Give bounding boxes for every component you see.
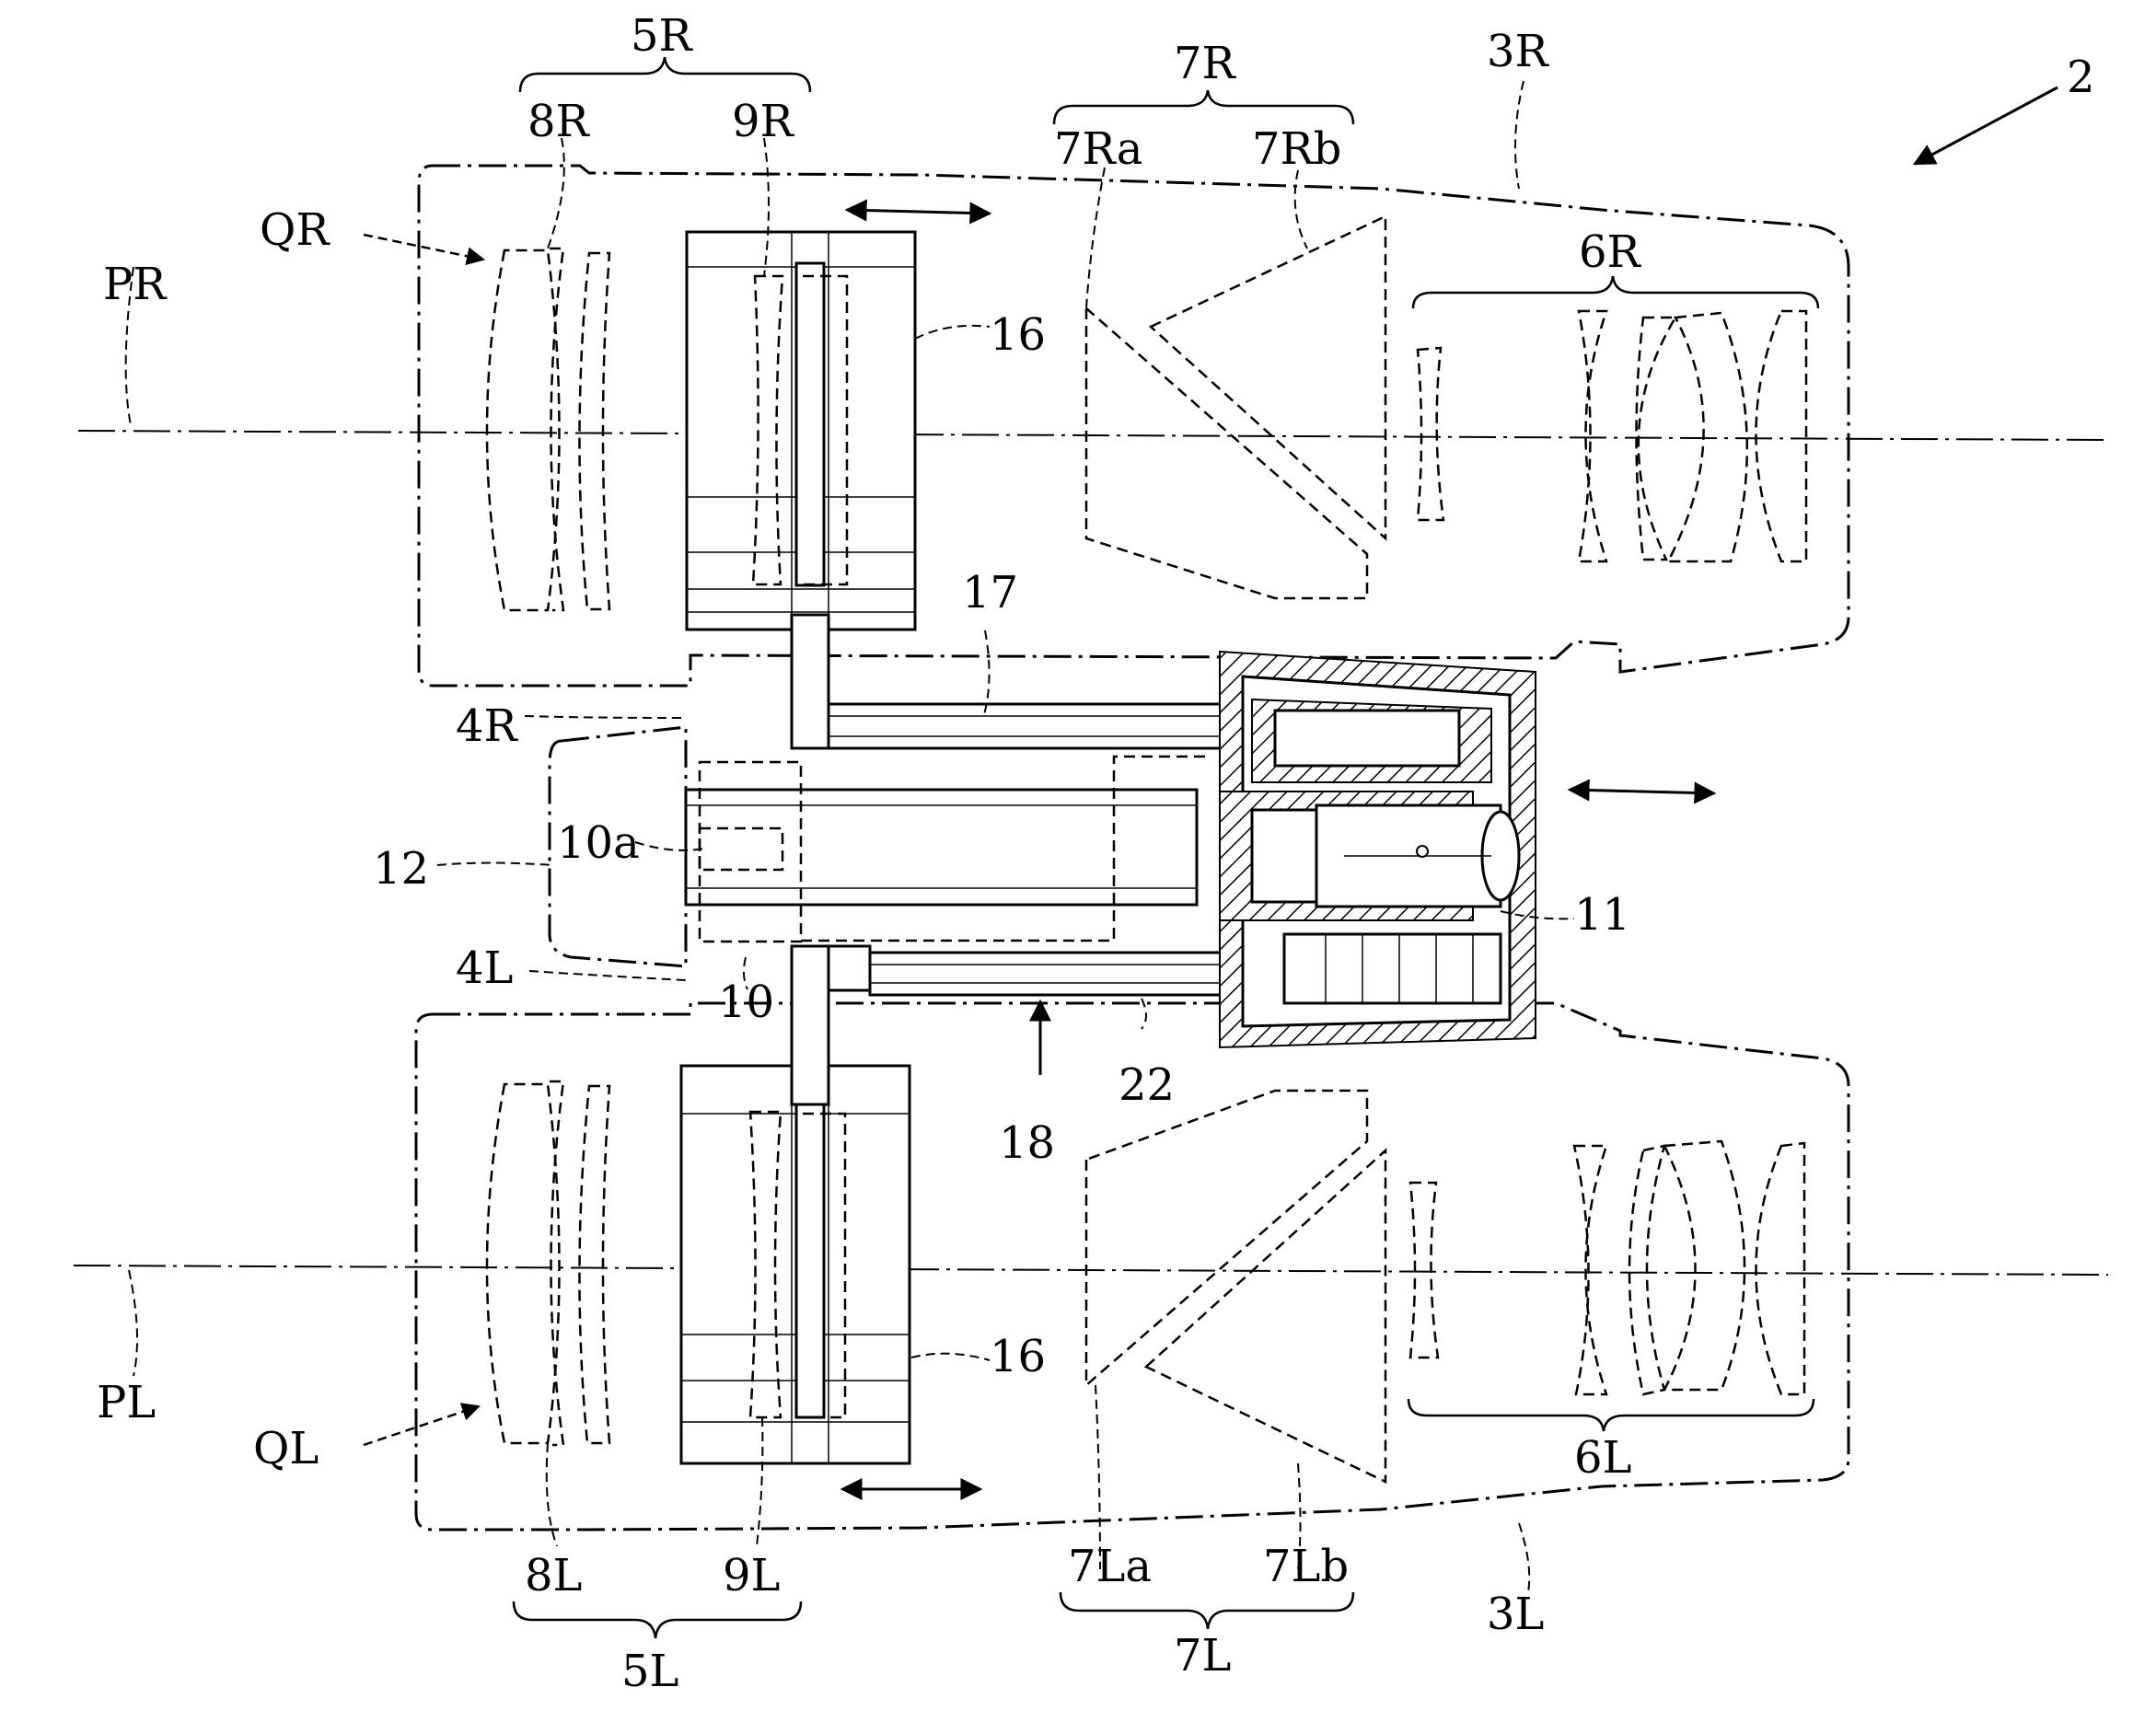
right-optical-axis <box>78 431 2108 440</box>
figure-ref-arrow <box>1915 87 2057 164</box>
brace-7r <box>1054 90 1353 124</box>
label-10: 10 <box>718 977 774 1028</box>
left-prism-7l <box>1086 1091 1385 1482</box>
label-18: 18 <box>999 1117 1055 1169</box>
label-3l: 3L <box>1487 1589 1544 1640</box>
label-6l: 6L <box>1574 1432 1631 1484</box>
label-17: 17 <box>962 567 1018 618</box>
label-4l: 4L <box>456 942 513 994</box>
label-9r: 9R <box>732 96 795 147</box>
left-optical-axis <box>74 1265 2108 1275</box>
label-ql: QL <box>253 1423 319 1474</box>
label-pr: PR <box>103 259 168 310</box>
label-7lb: 7Lb <box>1263 1541 1349 1592</box>
label-7r: 7R <box>1174 38 1237 89</box>
label-8r: 8R <box>527 96 591 147</box>
qr-arrow <box>364 235 483 260</box>
label-9l: 9L <box>723 1550 780 1601</box>
brace-6r <box>1413 276 1818 308</box>
label-7ra: 7Ra <box>1054 123 1142 175</box>
label-pl: PL <box>97 1377 156 1428</box>
ql-arrow <box>364 1406 479 1445</box>
label-8l: 8L <box>525 1550 582 1601</box>
brace-7l <box>1061 1592 1353 1629</box>
label-12: 12 <box>373 843 429 895</box>
label-16-upper: 16 <box>990 309 1046 361</box>
label-qr: QR <box>260 204 330 256</box>
label-7rb: 7Rb <box>1252 123 1341 175</box>
brace-5r <box>520 57 810 92</box>
label-3r: 3R <box>1487 26 1550 77</box>
label-7la: 7La <box>1068 1541 1152 1592</box>
label-4r: 4R <box>456 700 519 752</box>
left-focus-frame <box>681 1066 910 1463</box>
right-prism-7r <box>1086 216 1385 598</box>
label-16-lower: 16 <box>990 1331 1046 1382</box>
label-22: 22 <box>1119 1059 1175 1111</box>
left-objective-lens-8l <box>487 1081 609 1445</box>
hinge-shaft-10 <box>686 757 1206 942</box>
brace-5l <box>514 1601 801 1638</box>
label-7l: 7L <box>1174 1630 1231 1682</box>
label-5l: 5L <box>621 1646 678 1697</box>
brace-6l <box>1408 1399 1814 1431</box>
label-5r: 5R <box>631 10 694 62</box>
right-focus-frame <box>687 232 915 630</box>
label-6r: 6R <box>1579 226 1642 278</box>
right-objective-lens-8r <box>487 248 609 610</box>
focus-unit-11 <box>1220 652 1536 1047</box>
label-11: 11 <box>1574 889 1630 941</box>
left-eyepiece-6l <box>1410 1141 1804 1394</box>
fig-ref-label: 2 <box>2067 52 2095 103</box>
right-focus-motion-arrow <box>847 210 990 214</box>
label-10a: 10a <box>557 817 640 869</box>
focus-unit-motion-arrow <box>1570 790 1714 793</box>
